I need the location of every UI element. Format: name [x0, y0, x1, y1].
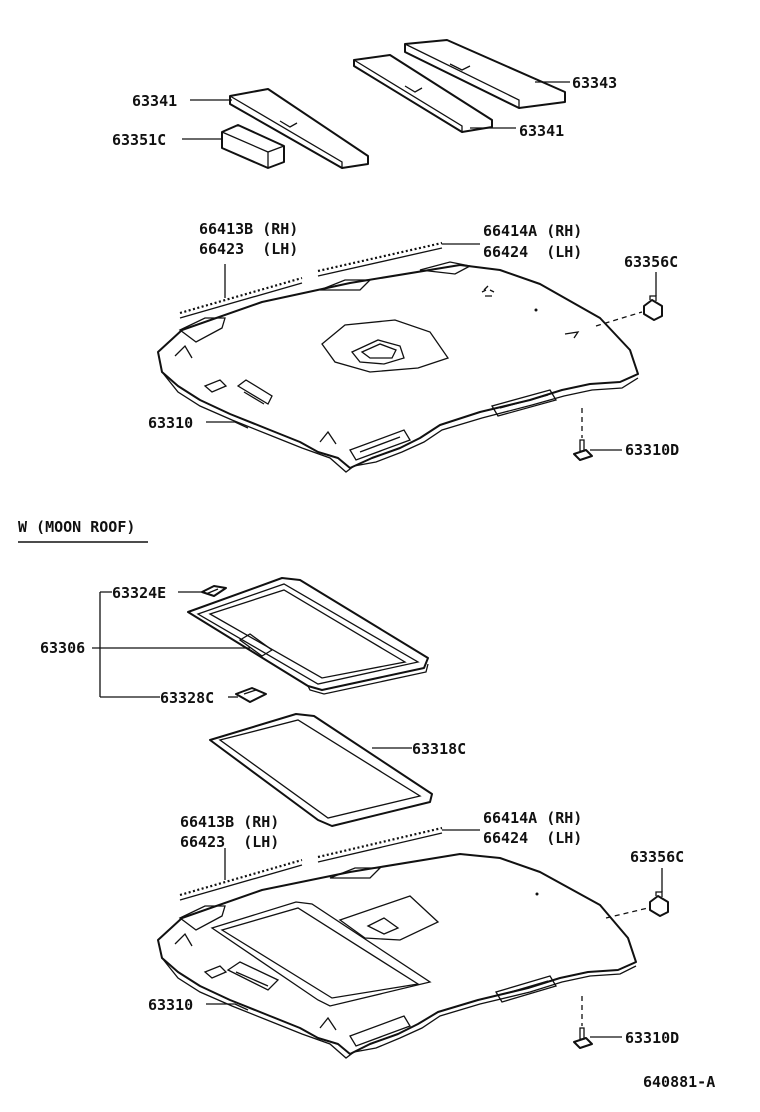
label-63351c: 63351C [112, 131, 166, 149]
sunshade-63306 [187, 577, 429, 691]
label-66413b-rh-lower: 66413B (RH) [180, 813, 279, 831]
label-63324e: 63324E [112, 584, 166, 602]
label-66423-lh-upper: 66423 (LH) [199, 240, 298, 258]
label-63356c-upper: 63356C [624, 253, 678, 271]
lower-assembly: 63324E 63306 63328C 63318C 66413B (RH) 6… [40, 577, 684, 1059]
strip-66414a-upper [317, 241, 443, 273]
label-63341-left: 63341 [132, 92, 177, 110]
section-heading: W (MOON ROOF) [18, 518, 135, 536]
headliner-63310-lower [157, 853, 637, 1055]
label-63310-lower: 63310 [148, 996, 193, 1014]
label-63356c-lower: 63356C [630, 848, 684, 866]
bracket-63306 [92, 591, 250, 698]
clip-63356c-lower [649, 895, 669, 917]
seal-63318c [209, 713, 433, 827]
label-66414a-rh-lower: 66414A (RH) [483, 809, 582, 827]
clip-63356c-upper [643, 299, 663, 321]
label-63310d-lower: 63310D [625, 1029, 679, 1047]
label-63310-upper: 63310 [148, 414, 193, 432]
label-63310d-upper: 63310D [625, 441, 679, 459]
label-66424-lh-upper: 66424 (LH) [483, 243, 582, 261]
label-63343: 63343 [572, 74, 617, 92]
label-66414a-rh-upper: 66414A (RH) [483, 222, 582, 240]
label-66413b-rh-upper: 66413B (RH) [199, 220, 298, 238]
leader-63310-upper [206, 421, 249, 429]
strip-66413b-upper [179, 276, 303, 315]
figure-number: 640881-A [643, 1073, 715, 1091]
label-66423-lh-lower: 66423 (LH) [180, 833, 279, 851]
label-66424-lh-lower: 66424 (LH) [483, 829, 582, 847]
block-63351c [221, 124, 285, 169]
label-63306: 63306 [40, 639, 85, 657]
knob-63328c [235, 687, 267, 703]
leader-63310-lower [206, 1003, 249, 1011]
label-63328c: 63328C [160, 689, 214, 707]
label-63318c: 63318C [412, 740, 466, 758]
strip-66414a-lower [317, 826, 443, 859]
upper-assembly: 63341 63351C 63343 63341 66413B (RH) 664… [112, 39, 679, 473]
dash-63356c-upper [595, 311, 643, 327]
label-63341-right: 63341 [519, 122, 564, 140]
strip-66413b-lower [179, 858, 303, 897]
headliner-63310-upper [157, 264, 639, 469]
dash-63356c-lower [605, 907, 649, 919]
